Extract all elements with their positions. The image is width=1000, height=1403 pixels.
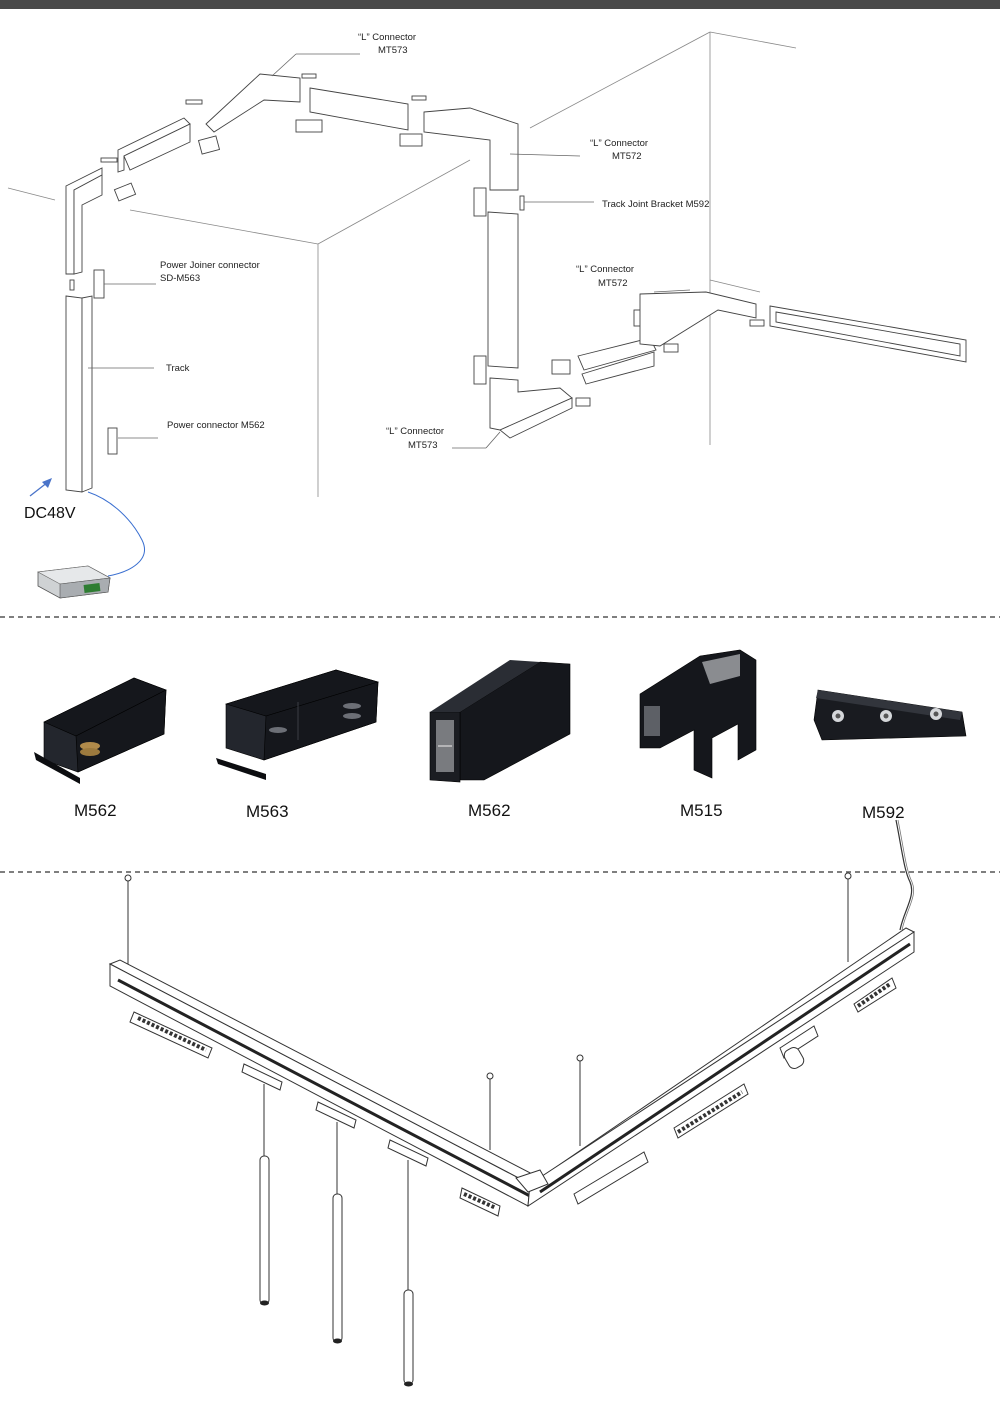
room-walls	[7, 31, 797, 497]
product-captions: M562 M563 M562 M515 M592	[74, 801, 905, 822]
caption-product-3: M562	[468, 801, 511, 820]
suspended-track-drawing	[108, 819, 915, 1387]
product-5-image	[813, 689, 967, 741]
product-1-image	[34, 677, 167, 784]
label-track-joint-bracket: Track Joint Bracket M592	[602, 199, 709, 210]
product-2-image	[216, 669, 380, 780]
power-supply-icon	[37, 565, 111, 599]
label-l-connector-bottom-code: MT573	[408, 440, 438, 451]
caption-product-5: M592	[862, 803, 905, 822]
product-4-image	[639, 649, 757, 779]
caption-product-1: M562	[74, 801, 117, 820]
top-border-bar	[0, 0, 1000, 9]
label-l-connector-mid: “L” Connector	[576, 264, 634, 275]
leader-lines	[88, 53, 691, 449]
label-power-connector: Power connector M562	[167, 420, 265, 431]
power-cable	[87, 491, 145, 577]
power-supply-group: DC48V	[24, 478, 145, 599]
label-l-connector-top-code: MT573	[378, 45, 408, 56]
part-labels: “L” Connector MT573 “L” Connector MT572 …	[160, 32, 709, 451]
label-l-connector-mid-code: MT572	[598, 278, 628, 289]
arrow-head-icon	[42, 478, 52, 488]
label-l-connector-right: “L” Connector	[590, 138, 648, 149]
label-power-joiner: Power Joiner connector	[160, 260, 260, 271]
caption-product-4: M515	[680, 801, 723, 820]
label-voltage: DC48V	[24, 505, 76, 522]
product-3-image	[429, 660, 571, 783]
label-l-connector-right-code: MT572	[612, 151, 642, 162]
ceiling-track-assembly	[65, 73, 967, 493]
label-track: Track	[166, 363, 190, 374]
label-l-connector-top: “L” Connector	[358, 32, 416, 43]
caption-product-2: M563	[246, 802, 289, 821]
label-power-joiner-code: SD-M563	[160, 273, 200, 284]
label-l-connector-bottom: “L” Connector	[386, 426, 444, 437]
